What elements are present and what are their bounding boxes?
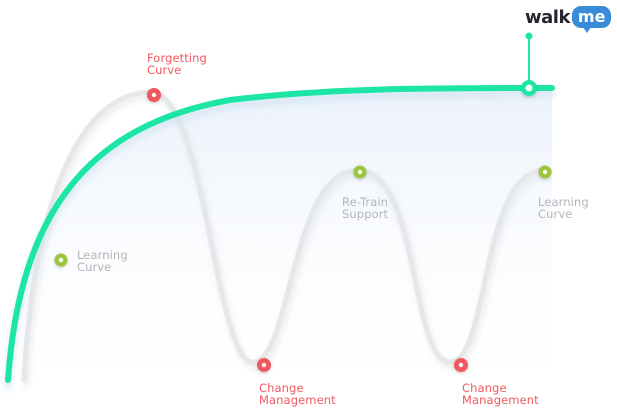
change-management-marker-2 xyxy=(454,358,468,372)
adoption-curve xyxy=(5,85,555,383)
adoption-area-tint xyxy=(8,88,552,413)
learning-marker-1 xyxy=(54,253,68,267)
label-line: Management xyxy=(462,393,539,407)
label-line: Re-Train xyxy=(342,195,389,209)
retrain-marker xyxy=(353,165,367,179)
label-line: Change xyxy=(259,381,304,395)
label-line: Support xyxy=(342,207,389,221)
learning-curve-label-2: Learning Curve xyxy=(538,196,589,220)
label-line: Curve xyxy=(147,63,182,77)
label-line: Curve xyxy=(538,207,573,221)
change-management-label-2: Change Management xyxy=(462,382,539,406)
label-line: Forgetting xyxy=(147,51,207,65)
learning-curve-label-1: Learning Curve xyxy=(77,249,128,273)
label-line: Management xyxy=(259,393,336,407)
wave-curve xyxy=(21,89,548,383)
label-line: Learning xyxy=(538,195,589,209)
logo-text-walk: walk xyxy=(525,6,570,28)
label-line: Change xyxy=(462,381,507,395)
adoption-endpoint-marker-center xyxy=(525,84,533,92)
forgetting-curve-label: Forgetting Curve xyxy=(147,52,207,76)
label-line: Curve xyxy=(77,260,112,274)
retrain-support-label: Re-Train Support xyxy=(342,196,388,220)
logo-speech-bubble: me xyxy=(571,6,612,33)
adoption-pin-head xyxy=(525,32,533,40)
walkme-logo: walk me xyxy=(525,3,612,33)
learning-marker-2 xyxy=(538,165,552,179)
forgetting-marker xyxy=(147,88,161,102)
change-management-label-1: Change Management xyxy=(259,382,336,406)
label-line: Learning xyxy=(77,248,128,262)
change-management-marker-1 xyxy=(257,358,271,372)
